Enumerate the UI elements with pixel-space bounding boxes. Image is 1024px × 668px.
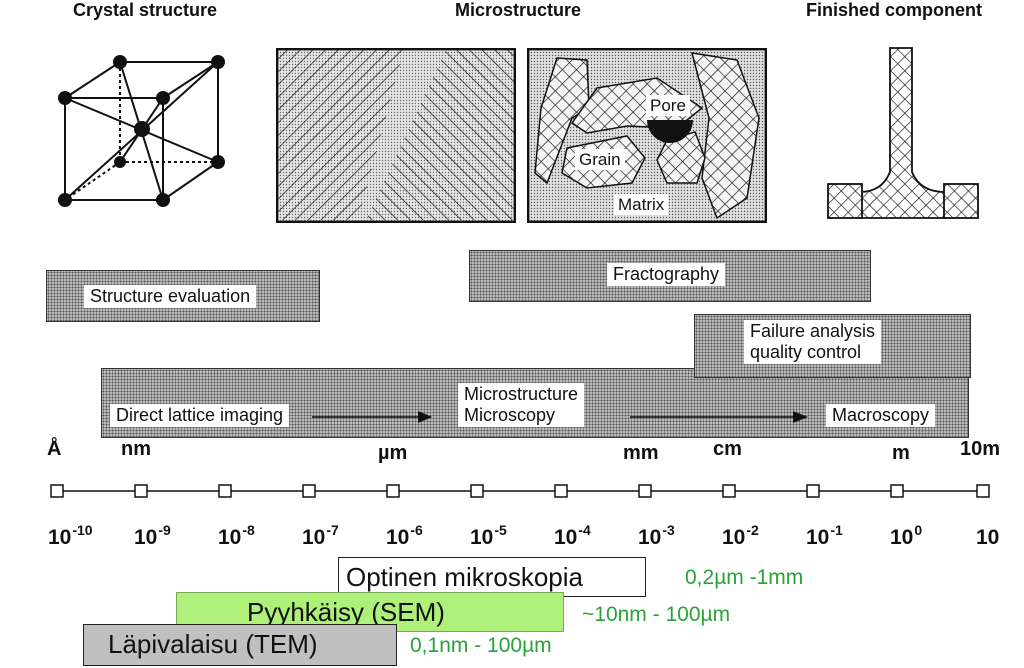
finished-component-heading: Finished component — [806, 0, 983, 20]
scale-label-1e0: 100 — [890, 522, 923, 549]
tem-box: Läpivalaisu (TEM) — [83, 624, 397, 666]
unit-10m: 10m — [960, 438, 1001, 460]
pore-label: Pore — [646, 95, 690, 116]
scale-tick — [218, 484, 232, 498]
sem-label: Pyyhkäisy (SEM) — [247, 597, 445, 627]
microscopy-line2: Microscopy — [464, 405, 556, 425]
microscopy-line1: Microstructure — [464, 384, 579, 404]
scale-label-1e-3: 10-3 — [638, 522, 675, 549]
unit-nm: nm — [121, 438, 151, 460]
arrow-left-head — [418, 411, 432, 423]
sem-range: ~10nm - 100µm — [582, 603, 731, 626]
arrow-right-head — [793, 411, 808, 423]
scale-tick — [470, 484, 484, 498]
crystal-structure-heading: Crystal structure — [73, 0, 218, 20]
failure-analysis-line1: Failure analysis — [750, 321, 876, 341]
scale-tick — [134, 484, 148, 498]
microscopy-label: Microstructure Microscopy — [458, 383, 585, 427]
failure-analysis-line2: quality control — [750, 342, 862, 362]
scale-label-1e-8: 10-8 — [218, 522, 255, 549]
scale-label-1e-9: 10-9 — [134, 522, 171, 549]
unit-mm: mm — [623, 442, 659, 464]
scale-label-1e-7: 10-7 — [302, 522, 339, 549]
scale-label-10: 10 — [976, 526, 1000, 549]
tem-label: Läpivalaisu (TEM) — [108, 629, 318, 659]
scale-label-1e-4: 10-4 — [554, 522, 591, 549]
microstructure-heading: Microstructure — [455, 0, 582, 20]
failure-analysis-label: Failure analysis quality control — [744, 320, 882, 364]
scale-tick — [722, 484, 736, 498]
optical-microscopy-range: 0,2µm -1mm — [685, 566, 804, 589]
matrix-label: Matrix — [614, 194, 669, 215]
macroscopy-label: Macroscopy — [826, 404, 936, 427]
microscopy-arrows — [312, 411, 808, 423]
scale-label-1e-1: 10-1 — [806, 522, 843, 549]
grain-label: Grain — [575, 149, 625, 170]
scale-tick — [386, 484, 400, 498]
microstructure-phases-illustration — [527, 48, 767, 223]
scale-tick — [554, 484, 568, 498]
scale-tick — [302, 484, 316, 498]
scale-tick — [806, 484, 820, 498]
scale-label-1e-2: 10-2 — [722, 522, 759, 549]
unit-angstrom: Å — [47, 438, 62, 460]
scale-tick — [976, 484, 990, 498]
grain-boundary-illustration — [276, 48, 516, 223]
scale-tick — [638, 484, 652, 498]
direct-lattice-label: Direct lattice imaging — [110, 404, 290, 427]
unit-cm: cm — [713, 438, 742, 460]
scale-tick — [50, 484, 64, 498]
finished-component-illustration — [827, 47, 979, 219]
optical-microscopy-label: Optinen mikroskopia — [346, 562, 583, 592]
unit-m: m — [892, 442, 910, 464]
structure-evaluation-label: Structure evaluation — [84, 285, 257, 308]
tem-range: 0,1nm - 100µm — [410, 634, 552, 657]
bcc-crystal-illustration — [58, 55, 225, 207]
scale-label-1e-10: 10-10 — [48, 522, 93, 549]
scale-label-1e-5: 10-5 — [470, 522, 507, 549]
scale-label-1e-6: 10-6 — [386, 522, 423, 549]
optical-microscopy-box: Optinen mikroskopia — [338, 557, 646, 597]
scale-axis — [50, 484, 990, 498]
unit-um: µm — [378, 442, 408, 464]
scale-tick — [890, 484, 904, 498]
fractography-label: Fractography — [607, 263, 726, 286]
